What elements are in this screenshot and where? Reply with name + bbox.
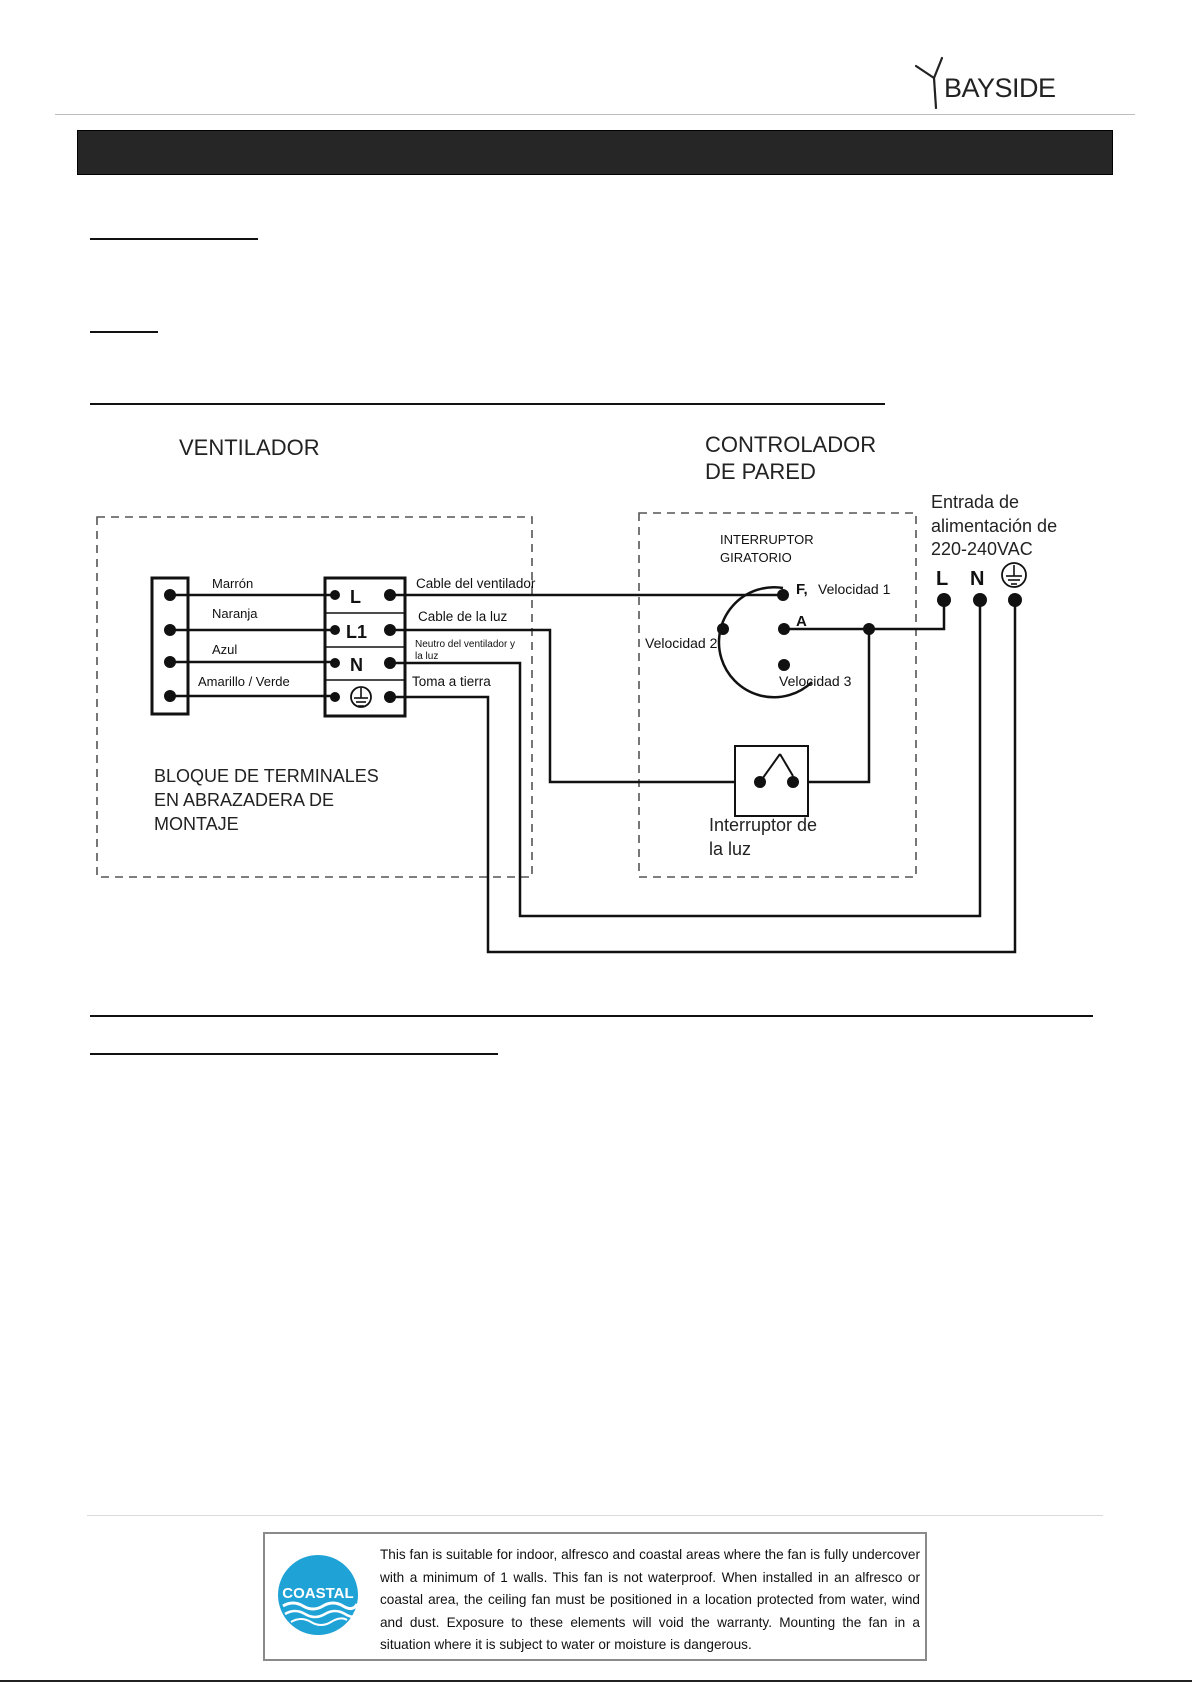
input-N: N: [970, 568, 984, 590]
rotary-contact-F: [777, 589, 789, 601]
footer-rule: [87, 1515, 1103, 1516]
section-banner: [77, 130, 1113, 175]
speed-1-label: Velocidad 1: [818, 581, 891, 597]
brand-name: BAYSIDE: [944, 73, 1056, 103]
header-rule: [55, 114, 1135, 115]
underline-4: [90, 1015, 1093, 1017]
terminal-L: L: [350, 587, 361, 607]
wire-color-blue: Azul: [212, 642, 237, 657]
controller-title-2: DE PARED: [705, 459, 816, 484]
underline-2: [90, 331, 158, 333]
rotary-switch-arc: [717, 586, 813, 699]
controller-title-1: CONTROLADOR: [705, 432, 876, 457]
controller-box: [638, 512, 917, 878]
underline-1: [90, 238, 258, 240]
brand-mark-icon: BAYSIDE: [914, 56, 1056, 110]
coastal-badge: COASTAL: [277, 1554, 359, 1636]
wire-color-brown: Marrón: [212, 576, 253, 591]
ground-label: Toma a tierra: [412, 674, 491, 689]
rotary-label-2: GIRATORIO: [720, 550, 792, 565]
coastal-wave-icon: COASTAL: [278, 1555, 359, 1635]
fan-title: VENTILADOR: [179, 435, 320, 460]
coastal-badge-label: COASTAL: [282, 1585, 353, 1602]
input-L: L: [936, 568, 948, 590]
wiring-diagram: VENTILADOR CONTROLADOR DE PARED Entrada …: [80, 420, 1100, 960]
speed-3-label: Velocidad 3: [779, 673, 852, 689]
neutral-label-1: Neutro del ventilador y: [415, 639, 515, 650]
underline-5: [90, 1053, 498, 1055]
terminal-L1: L1: [346, 622, 367, 642]
rotary-A: A: [796, 613, 807, 630]
input-label-2: alimentación de: [931, 516, 1057, 536]
light-switch-label-1: Interruptor de: [709, 815, 817, 835]
wire-color-yellow-green: Amarillo / Verde: [198, 674, 290, 689]
input-label-1: Entrada de: [931, 492, 1019, 512]
underline-3: [90, 403, 885, 405]
light-switch-label-2: la luz: [709, 839, 751, 859]
terminal-block-caption-1: BLOQUE DE TERMINALES: [154, 766, 379, 786]
page-bottom-rule: [0, 1680, 1192, 1682]
fan-box: [96, 516, 533, 878]
input-ground-icon: [1001, 562, 1027, 588]
rotary-contact-3: [778, 659, 790, 671]
neutral-label-2: la luz: [415, 651, 438, 662]
brand-logo: BAYSIDE: [912, 52, 1072, 112]
rotary-label-1: INTERRUPTOR: [720, 532, 814, 547]
light-switch-box: [734, 745, 809, 817]
ground-symbol-icon: [350, 686, 372, 708]
terminal-block-caption-2: EN ABRAZADERA DE: [154, 790, 334, 810]
coastal-description: This fan is suitable for indoor, alfresc…: [380, 1547, 920, 1653]
terminal-block-caption-3: MONTAJE: [154, 814, 239, 834]
rotary-F: F,: [796, 581, 808, 598]
coastal-notice: COASTAL This fan is suitable for indoor,…: [263, 1532, 927, 1661]
speed-2-label: Velocidad 2: [645, 635, 718, 651]
cable-fan-label: Cable del ventilador: [416, 576, 536, 591]
cable-light-label: Cable de la luz: [418, 609, 508, 624]
terminal-N: N: [350, 655, 363, 675]
wire-color-orange: Naranja: [212, 606, 258, 621]
rotary-contact-2: [717, 623, 729, 635]
input-label-3: 220-240VAC: [931, 539, 1033, 559]
